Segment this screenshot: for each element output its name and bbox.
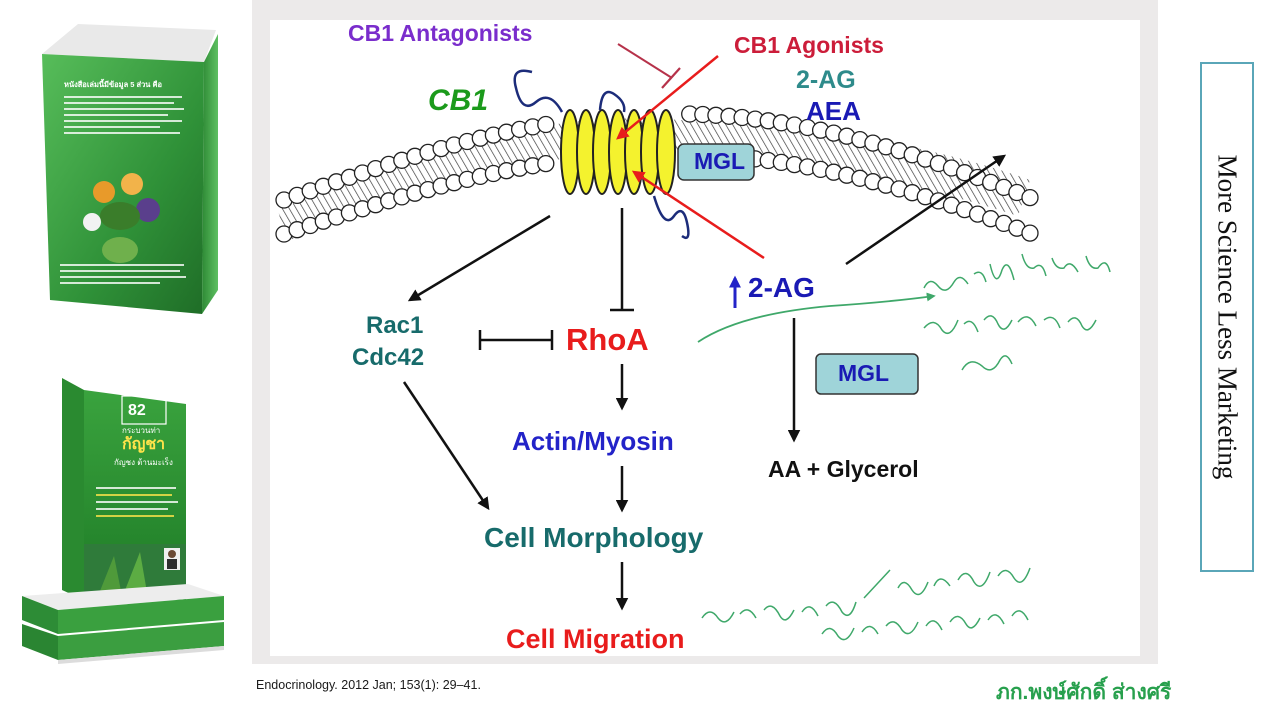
book-1-footer-lines xyxy=(60,260,188,288)
book-2-subtitle: กัญชง ต้านมะเร็ง xyxy=(114,458,173,467)
handwritten-note-2 xyxy=(701,567,1031,641)
aea-label: AEA xyxy=(806,96,861,126)
cell-morphology-label: Cell Morphology xyxy=(484,522,704,553)
cb1-receptor-helices xyxy=(560,109,676,195)
signaling-diagram xyxy=(275,43,1111,641)
rhoa-label: RhoA xyxy=(566,322,649,357)
lipid-head xyxy=(537,154,555,173)
receptor-n-terminus xyxy=(513,69,564,113)
book-2-number: 82 xyxy=(128,402,146,419)
cell-membrane xyxy=(275,105,1039,243)
mgl-membrane-box xyxy=(677,143,755,181)
mgl-membrane-label: MGL xyxy=(694,148,746,174)
book-cover-image-2: 82 กระบวนท่า กัญชา กัญชง ต้านมะเร็ง xyxy=(18,374,232,674)
diagram-panel: CB1 Antagonists CB1 Agonists 2-AG AEA CB… xyxy=(252,0,1158,664)
two-ag-top-label: 2-AG xyxy=(796,66,856,94)
two-ag-mid-label: 2-AG xyxy=(748,272,815,303)
handwritten-note-1 xyxy=(923,253,1111,371)
book-1-text-lines xyxy=(64,92,188,138)
rac1-label: Rac1 xyxy=(366,312,424,339)
receptor-c-terminus xyxy=(652,195,690,239)
side-banner-text: More Science Less Marketing xyxy=(1212,154,1243,480)
actin-myosin-label: Actin/Myosin xyxy=(512,426,674,456)
side-banner-box: More Science Less Marketing xyxy=(1200,62,1254,572)
book-2-title: กัญชา xyxy=(122,436,166,453)
diagram-canvas: CB1 Antagonists CB1 Agonists 2-AG AEA CB… xyxy=(270,20,1140,656)
handwritten-arrow xyxy=(697,292,936,343)
author-name: ภก.พงษ์ศักดิ์ ส่างศรี xyxy=(996,681,1172,704)
receptor-loop-top xyxy=(598,90,626,113)
citation-text: Endocrinology. 2012 Jan; 153(1): 29–41. xyxy=(256,678,481,692)
cell-migration-label: Cell Migration xyxy=(506,624,685,654)
cb1-antagonists-label: CB1 Antagonists xyxy=(348,20,533,46)
mgl-box-label: MGL xyxy=(838,360,890,386)
book-2-line1: กระบวนท่า xyxy=(122,426,161,435)
lipid-head xyxy=(537,115,555,134)
cb1-label: CB1 xyxy=(428,84,489,117)
lipid-head xyxy=(1021,188,1039,207)
book-2-text-lines xyxy=(96,482,180,522)
lipid-head xyxy=(1021,224,1039,242)
aa-glycerol-label: AA + Glycerol xyxy=(768,456,919,482)
mgl-box xyxy=(815,353,919,395)
cdc42-label: Cdc42 xyxy=(352,344,425,371)
cb1-agonists-label: CB1 Agonists xyxy=(734,32,884,58)
book-cover-image-1: หนังสือเล่มนี้มีข้อมูล 5 ส่วน คือ xyxy=(20,22,238,322)
book-1-heading: หนังสือเล่มนี้มีข้อมูล 5 ส่วน คือ xyxy=(64,80,163,89)
